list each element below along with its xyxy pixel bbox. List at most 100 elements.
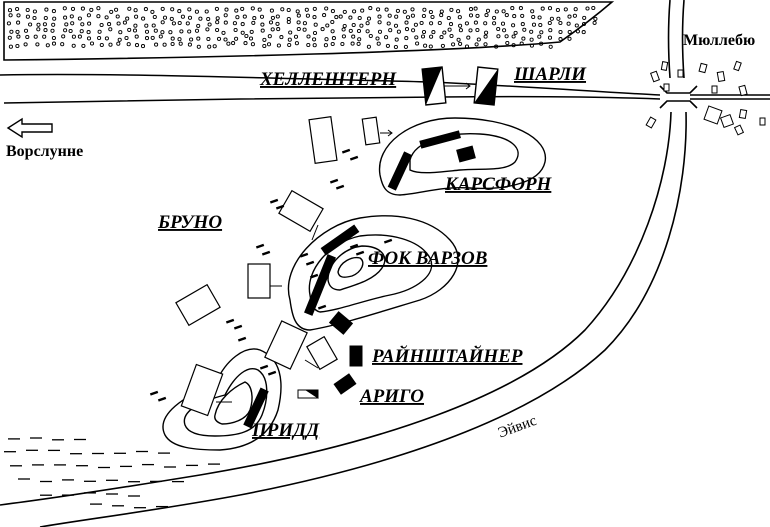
- forest-dot: [242, 14, 247, 19]
- forest-dot: [233, 27, 238, 33]
- forest-dot: [240, 6, 245, 11]
- forest-dot: [296, 26, 301, 32]
- forest-dot: [485, 8, 491, 13]
- forest-dot: [492, 21, 497, 26]
- forest-dot: [320, 27, 325, 32]
- forest-dot: [312, 37, 317, 42]
- house: [759, 117, 766, 126]
- forest-dot: [484, 30, 489, 35]
- forest-dot: [63, 15, 68, 20]
- forest-dot: [97, 35, 102, 41]
- forest-dot: [428, 9, 433, 15]
- forest-dot: [458, 41, 463, 46]
- forest-dot: [288, 30, 293, 35]
- forest-dot: [108, 27, 113, 32]
- flag-sharli: [473, 66, 499, 106]
- forest-dot: [494, 9, 499, 14]
- village: [645, 60, 766, 136]
- forest-dot: [388, 28, 393, 33]
- unit-glyph: [383, 238, 393, 244]
- unit-glyph: [341, 148, 351, 154]
- forest-dot: [566, 21, 571, 26]
- forest-dot: [124, 35, 129, 41]
- forest-dot: [413, 22, 418, 27]
- forest-dot: [384, 35, 389, 40]
- house: [663, 83, 670, 92]
- forest-dot: [340, 41, 345, 47]
- forest-dot: [511, 23, 516, 28]
- forest-dot: [302, 27, 307, 32]
- forest-dot: [77, 34, 82, 39]
- forest-dot: [62, 6, 67, 11]
- forest-dot: [51, 35, 56, 41]
- forest-dot: [252, 16, 257, 21]
- forest-dot: [385, 43, 390, 48]
- forest-dot: [133, 23, 138, 28]
- forest-dot: [104, 15, 109, 20]
- forest-dot: [414, 35, 419, 40]
- flag-hellshtern: [421, 66, 447, 106]
- forest-dot: [63, 28, 68, 33]
- forest-dot: [473, 6, 478, 11]
- forest-dot: [221, 30, 226, 35]
- forest-dot: [178, 41, 183, 46]
- house: [711, 85, 718, 94]
- forest-dot: [575, 29, 580, 34]
- forest-dot: [7, 35, 12, 40]
- forest-dot: [286, 7, 291, 13]
- unit-glyph: [309, 273, 319, 279]
- arrow-left-icon: [6, 117, 53, 139]
- forest-dot: [15, 29, 20, 34]
- forest-dot: [189, 37, 194, 42]
- forest-dot: [547, 20, 552, 26]
- forest-dot: [240, 22, 245, 27]
- forest-dot: [107, 22, 112, 27]
- forest-dot: [262, 37, 267, 42]
- forest-dot: [475, 13, 480, 18]
- forest-dot: [25, 7, 30, 13]
- forest-dot: [302, 21, 307, 26]
- forest-dot: [243, 41, 248, 46]
- forest-dot: [134, 43, 140, 48]
- forest-dot: [99, 22, 104, 28]
- forest-dot: [519, 41, 524, 46]
- forest-dot: [270, 15, 275, 20]
- forest-dot: [476, 37, 481, 42]
- forest-dot: [504, 34, 509, 39]
- forest-dot: [51, 22, 56, 27]
- forest-dot: [529, 29, 534, 34]
- house: [733, 60, 742, 72]
- unit-glyph: [329, 178, 339, 184]
- forest-dot: [466, 35, 471, 40]
- forest-dot: [464, 44, 470, 49]
- forest-dot: [360, 8, 365, 13]
- forest-dot: [313, 22, 318, 27]
- forest-dot: [205, 27, 210, 32]
- forest-dot: [80, 6, 85, 11]
- forest-dot: [144, 23, 149, 28]
- forest-dot: [32, 15, 37, 21]
- forest-dot: [244, 33, 249, 39]
- forest-dot: [563, 7, 568, 12]
- forest-dot: [558, 37, 563, 42]
- forest-dot: [16, 13, 21, 18]
- forest-dot: [437, 20, 442, 26]
- forest-dot: [502, 28, 507, 33]
- forest-dot: [89, 41, 95, 46]
- forest-dot: [260, 22, 265, 27]
- forest-dot: [150, 9, 155, 14]
- forest-dot: [223, 20, 228, 25]
- unit-glyph: [309, 298, 319, 304]
- forest-dot: [548, 44, 553, 49]
- forest-dot: [475, 27, 480, 33]
- forest-dot: [567, 36, 572, 41]
- house: [703, 105, 723, 125]
- forest-dot: [16, 20, 21, 25]
- forest-dot: [539, 41, 544, 46]
- forest-dot: [501, 9, 506, 14]
- unit-glyph: [237, 336, 247, 342]
- forest-dot: [420, 34, 426, 39]
- forest-dot: [158, 34, 163, 39]
- label-rainshtainer: РАЙНШТАЙНЕР: [371, 344, 523, 367]
- forest-dot: [160, 6, 165, 11]
